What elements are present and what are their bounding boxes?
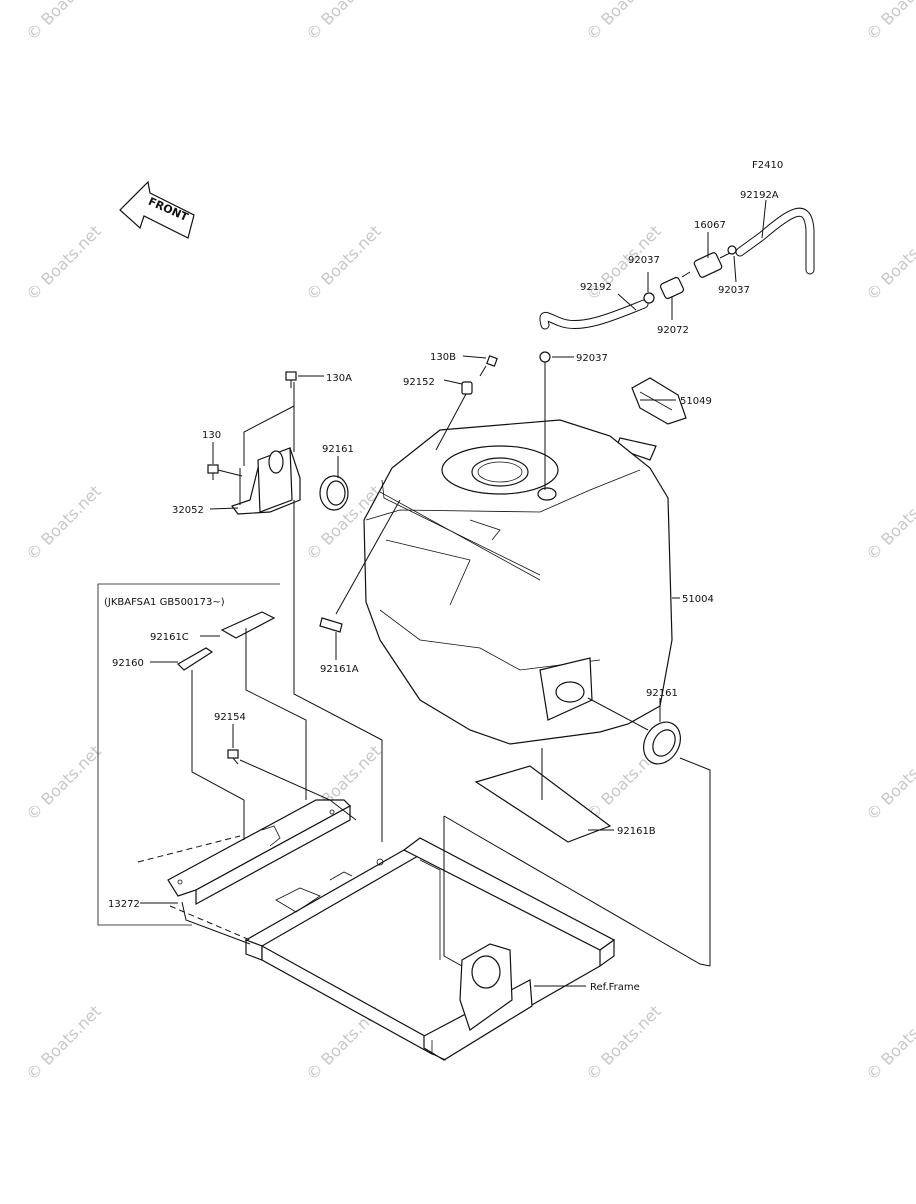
watermark: © Boats.net: [862, 222, 916, 304]
watermark: © Boats.net: [302, 222, 384, 304]
label-51049: 51049: [680, 396, 712, 407]
grommet-92161-lower: [643, 721, 681, 765]
bolt-92154: [227, 749, 239, 765]
label-32052: 32052: [172, 505, 204, 516]
watermark: © Boats.net: [582, 1002, 664, 1084]
label-92037-b: 92037: [718, 285, 750, 296]
pad-92161B: [474, 765, 612, 843]
label-13272: 13272: [108, 899, 140, 910]
hose-92192: [539, 299, 649, 330]
pad-92160: [177, 647, 214, 671]
watermark: © Boats.net: [582, 0, 664, 44]
variant-box-label: (JKBAFSA1 GB500173~): [104, 597, 225, 608]
bolt-130: [207, 464, 219, 480]
watermark: © Boats.net: [22, 222, 104, 304]
watermark: © Boats.net: [862, 482, 916, 564]
fuel-filter-16067: [681, 252, 731, 278]
label-92161-b: 92161: [646, 688, 678, 699]
label-130B: 130B: [430, 352, 456, 363]
frame-ref: [244, 837, 616, 1061]
watermark: © Boats.net: [862, 742, 916, 824]
leader-lines: [137, 199, 767, 987]
pad-92161A: [319, 617, 343, 633]
cap-51049: [615, 377, 687, 461]
variant-box: (JKBAFSA1 GB500173~): [97, 583, 280, 926]
label-130: 130: [202, 430, 221, 441]
clamp-92037: [539, 245, 737, 363]
label-92192: 92192: [580, 282, 612, 293]
label-92161A: 92161A: [320, 664, 359, 675]
label-92072: 92072: [657, 325, 689, 336]
label-92161-a: 92161: [322, 444, 354, 455]
bolt-130A: [285, 371, 297, 388]
bracket-32052: [231, 447, 301, 515]
label-ref-frame: Ref.Frame: [590, 982, 640, 993]
grommet-92161-upper: [319, 475, 349, 511]
label-92161B: 92161B: [617, 826, 656, 837]
hose-92192A: [735, 207, 815, 275]
watermark: © Boats.net: [22, 742, 104, 824]
label-92161C: 92161C: [150, 632, 189, 643]
watermark: © Boats.net: [302, 0, 384, 44]
label-92037-c: 92037: [576, 353, 608, 364]
label-130A: 130A: [326, 373, 352, 384]
label-16067: 16067: [694, 220, 726, 231]
label-92192A: 92192A: [740, 190, 779, 201]
part-labels: 92192A 16067 92037 92037 92192 92072 130…: [108, 190, 779, 993]
label-92152: 92152: [403, 377, 435, 388]
watermark: © Boats.net: [22, 482, 104, 564]
watermark: © Boats.net: [862, 1002, 916, 1084]
watermark: © Boats.net: [22, 1002, 104, 1084]
bolt-130B: [479, 355, 498, 377]
watermark: © Boats.net: [22, 0, 104, 44]
label-92037-a: 92037: [628, 255, 660, 266]
fuel-tank-51004: [363, 419, 673, 745]
bracket-13272: [167, 799, 351, 906]
label-92154: 92154: [214, 712, 246, 723]
collar-92152: [461, 381, 473, 395]
figure-code: F2410: [752, 160, 783, 171]
watermark: © Boats.net: [862, 0, 916, 44]
front-arrow-icon: FRONT: [119, 180, 195, 239]
joint-92072: [659, 276, 685, 300]
label-92160: 92160: [112, 658, 144, 669]
pad-92161C: [220, 611, 276, 639]
label-51004: 51004: [682, 594, 714, 605]
